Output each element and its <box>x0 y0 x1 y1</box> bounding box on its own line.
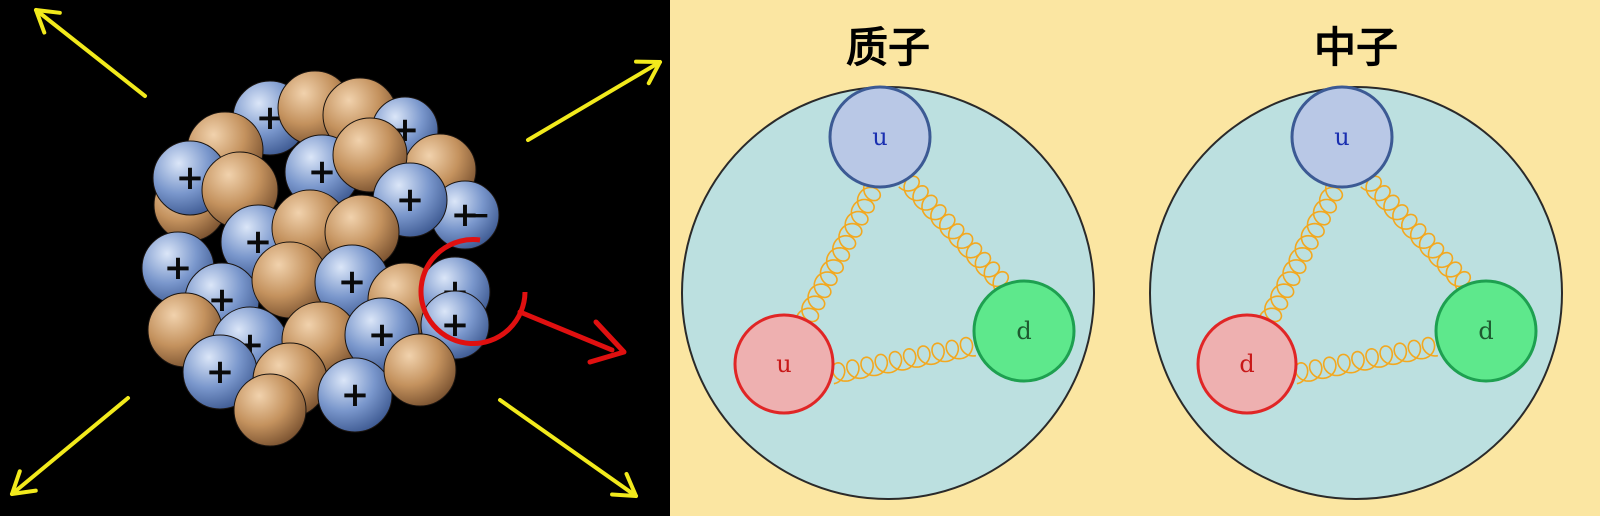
quark-circle <box>733 313 835 415</box>
neutron-gluons <box>1259 175 1472 385</box>
quark-label: d <box>1239 350 1254 378</box>
highlight-circle <box>418 237 528 346</box>
neutron-sphere <box>383 333 457 407</box>
emitted-particle-arrow <box>517 309 615 353</box>
neutron-quark-top: u <box>1290 85 1394 189</box>
proton-sign: + <box>396 180 425 220</box>
quark-label: u <box>872 123 887 151</box>
quark-label: u <box>1334 123 1349 151</box>
quark-circle <box>1434 279 1538 383</box>
neutron-sphere <box>233 373 307 447</box>
proton-sphere: + <box>182 334 258 410</box>
gluon-spring <box>1360 175 1472 293</box>
proton-quark-top: u <box>828 85 932 189</box>
quark-label: d <box>1016 317 1031 345</box>
neutron-sign: − <box>465 198 490 233</box>
proton-sign: + <box>451 195 480 235</box>
arrow-up-left <box>34 8 147 98</box>
proton-sphere: + <box>372 162 448 238</box>
nucleus: ++++++++++++++++− <box>141 70 500 447</box>
quark-circle <box>1290 85 1394 189</box>
gluon-spring <box>1294 336 1438 385</box>
neutron-title: 中子 <box>1314 23 1398 72</box>
neutron-quark-bottom-left: d <box>1196 313 1298 415</box>
proton-sign: + <box>341 375 370 415</box>
proton-sphere: + <box>317 357 393 433</box>
proton-quark-bottom-left: u <box>733 313 835 415</box>
gluon-spring <box>796 182 882 323</box>
proton-sign: + <box>206 352 235 392</box>
arrow-down-right <box>498 398 638 498</box>
neutron-diagram: 中子 u d d <box>1149 23 1563 500</box>
quark-circle <box>828 85 932 189</box>
proton-sphere: + <box>430 180 500 250</box>
gluon-spring <box>898 175 1010 293</box>
quark-circle <box>972 279 1076 383</box>
neutron-quark-right: d <box>1434 279 1538 383</box>
proton-diagram: 质子 u u d <box>681 23 1095 500</box>
proton-sign: + <box>164 248 193 288</box>
gluon-spring <box>831 336 976 385</box>
arrow-up-right <box>526 59 662 142</box>
proton-title: 质子 <box>846 23 930 72</box>
emission-arrows <box>10 8 662 498</box>
proton-sign: + <box>308 152 337 192</box>
gluon-spring <box>1259 182 1344 323</box>
proton-gluons <box>796 175 1010 385</box>
quark-circle <box>1196 313 1298 415</box>
proton-sign: + <box>176 158 205 198</box>
quark-label: u <box>776 350 791 378</box>
quark-label: d <box>1478 317 1493 345</box>
proton-quark-right: d <box>972 279 1076 383</box>
emitted-particle-arrowhead <box>587 319 627 365</box>
proton-sign: + <box>338 262 367 302</box>
arrow-down-left <box>10 396 130 496</box>
